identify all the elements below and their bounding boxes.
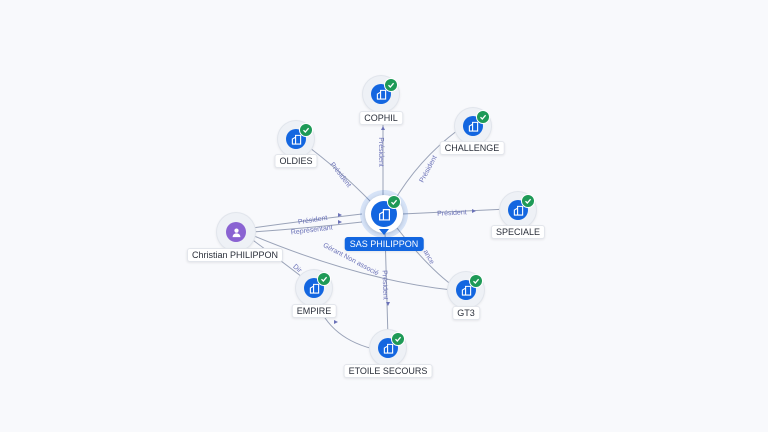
building-icon [378, 208, 390, 221]
company-label-oldies[interactable]: OLDIES [274, 154, 318, 168]
center-node-label[interactable]: SAS PHILIPPON [344, 237, 424, 251]
person-node[interactable] [217, 213, 257, 253]
arrow-empire [334, 320, 338, 324]
person-label[interactable]: Christian PHILIPPON [186, 248, 284, 262]
company-node-speciale[interactable] [500, 192, 536, 228]
company-node-challenge[interactable] [455, 108, 491, 144]
edge-label-etoile: Président [380, 270, 388, 300]
verified-check-icon [476, 110, 490, 124]
company-node-cophil[interactable] [363, 76, 399, 112]
building-icon [461, 285, 471, 296]
company-label-etoile[interactable]: ETOILE SECOURS [343, 364, 433, 378]
edge-center-challenge [392, 129, 459, 204]
company-node-gt3[interactable] [448, 272, 484, 308]
building-icon [513, 205, 523, 216]
arrow-person-b [338, 220, 342, 224]
edge-label-speciale: Président [437, 209, 467, 218]
center-node[interactable] [365, 195, 403, 235]
company-label-cophil[interactable]: COPHIL [359, 111, 403, 125]
arrow-cophil [381, 126, 385, 130]
verified-check-icon [384, 78, 398, 92]
arrow-person-a [338, 213, 342, 217]
arrow-speciale [472, 209, 476, 213]
company-label-speciale[interactable]: SPECIALE [490, 225, 546, 239]
edge-label-cophil: Président [377, 137, 384, 167]
building-icon [376, 89, 386, 100]
company-node-etoile[interactable] [370, 330, 406, 366]
edge-person-gt3 [253, 235, 453, 291]
arrow-etoile [386, 302, 390, 306]
company-node-oldies[interactable] [278, 121, 314, 157]
verified-check-icon [317, 272, 331, 286]
building-icon [291, 134, 301, 145]
edge-label-gt3: ance [421, 249, 435, 266]
building-icon [309, 283, 319, 294]
verified-check-icon [299, 123, 313, 137]
edge-person-center-b [251, 221, 363, 233]
edge-person-center-a [251, 213, 363, 229]
edge-label-person-representant: Représentant [291, 224, 334, 236]
company-label-empire[interactable]: EMPIRE [291, 304, 337, 318]
verified-check-icon [387, 195, 401, 209]
center-node-tip [379, 229, 389, 235]
company-label-gt3[interactable]: GT3 [452, 306, 480, 320]
verified-check-icon [391, 332, 405, 346]
edge-center-speciale [401, 208, 509, 215]
company-node-empire[interactable] [296, 270, 332, 306]
building-icon [468, 121, 478, 132]
company-label-challenge[interactable]: CHALLENGE [439, 141, 505, 155]
building-icon [383, 343, 393, 354]
verified-check-icon [469, 274, 483, 288]
edge-label-challenge: Président [419, 155, 439, 184]
verified-check-icon [521, 194, 535, 208]
edge-label-person-empire: Dir [291, 263, 303, 275]
person-icon [232, 228, 240, 237]
edge-label-person-president: Président [298, 215, 328, 227]
edge-label-oldies: Président [328, 161, 352, 189]
